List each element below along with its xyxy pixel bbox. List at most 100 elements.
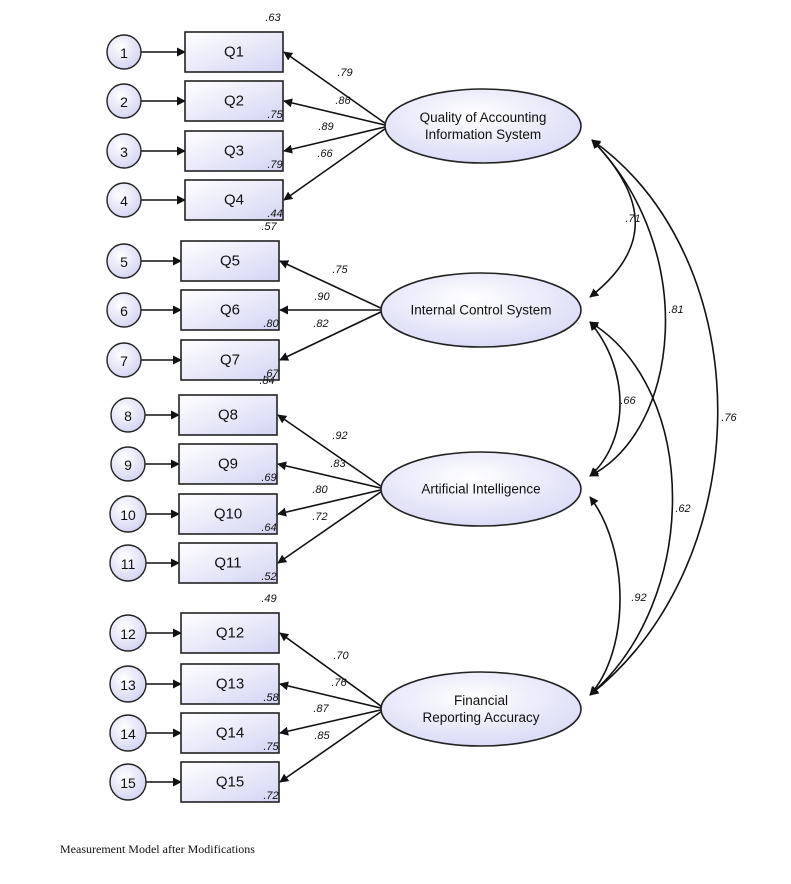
loading-path-q13	[279, 681, 386, 710]
loading-coefficient: .86	[335, 95, 351, 107]
correlation-coefficient: .81	[668, 304, 683, 316]
latent-construct-label: Internal Control System	[410, 303, 551, 318]
loading-coefficient: .80	[312, 484, 328, 496]
indicator-box-q10	[178, 493, 278, 535]
correlation-arc	[589, 139, 719, 696]
indicator-box-q9	[178, 443, 278, 485]
loading-coefficient: .76	[331, 677, 347, 689]
error-term-circle	[106, 182, 142, 218]
error-term-circle	[109, 665, 147, 703]
indicator-box-q12	[180, 612, 280, 654]
indicator-box-q1	[184, 31, 284, 73]
indicator-box-q5	[180, 240, 280, 282]
loading-path-q1	[283, 51, 390, 127]
error-term-circle	[106, 292, 142, 328]
loading-coefficient: .75	[332, 264, 348, 276]
indicator-label: Q4	[224, 192, 244, 209]
loading-coefficient: .82	[313, 318, 328, 330]
r-squared-label: .44	[267, 208, 282, 220]
r-squared-label: .84	[259, 375, 274, 387]
error-term-circle	[110, 446, 146, 482]
indicator-box-q4	[184, 179, 284, 221]
loading-path-q10	[277, 488, 386, 517]
error-term-circle	[109, 714, 147, 752]
error-term-label: 4	[120, 193, 128, 209]
loading-path-q4	[283, 125, 390, 201]
error-term-label: 6	[120, 303, 128, 319]
indicator-box-q3	[184, 130, 284, 172]
indicator-box-q7	[180, 339, 280, 381]
r-squared-label: .49	[261, 593, 276, 605]
correlation-coefficient: .71	[625, 213, 640, 225]
indicator-label: Q14	[216, 725, 244, 742]
error-term-label: 11	[121, 556, 136, 572]
indicator-label: Q10	[214, 506, 242, 523]
indicator-label: Q7	[220, 352, 240, 369]
correlation-coefficient: .62	[675, 503, 690, 515]
latent-construct-label: Financial	[454, 693, 508, 708]
error-term-circle	[106, 133, 142, 169]
r-squared-label: .52	[261, 571, 276, 583]
correlation-arc	[589, 496, 621, 696]
r-squared-label: .63	[265, 12, 281, 24]
loading-coefficient: .79	[337, 67, 352, 79]
loading-path-q15	[279, 708, 386, 783]
latent-construct-label: Quality of Accounting	[420, 110, 547, 125]
r-squared-label: .64	[261, 522, 276, 534]
loading-coefficient: .90	[314, 291, 330, 303]
error-term-label: 2	[120, 94, 128, 110]
indicator-label: Q3	[224, 143, 244, 160]
error-term-label: 12	[120, 626, 136, 642]
paths-layer	[141, 47, 390, 787]
indicator-box-q8	[178, 394, 278, 436]
error-term-circle	[106, 342, 142, 378]
error-term-circle	[106, 243, 142, 279]
error-term-label: 8	[124, 408, 132, 424]
error-term-label: 13	[120, 677, 136, 693]
correlation-coefficient: .66	[620, 395, 636, 407]
r-squared-label: .67	[263, 368, 279, 380]
error-term-label: 9	[124, 457, 132, 473]
r-squared-label: .69	[261, 472, 276, 484]
error-term-circle	[109, 614, 147, 652]
error-term-label: 7	[120, 353, 128, 369]
latent-construct-label: Reporting Accuracy	[422, 710, 539, 725]
correlation-arc	[589, 321, 674, 696]
indicator-box-q15	[180, 761, 280, 803]
indicator-label: Q2	[224, 93, 244, 110]
indicator-label: Q1	[224, 44, 244, 61]
error-term-circle	[106, 34, 142, 70]
r-squared-label: .57	[261, 221, 277, 233]
figure-caption: Measurement Model after Modifications	[60, 842, 255, 856]
loading-path-q8	[277, 414, 386, 490]
error-term-label: 3	[120, 144, 128, 160]
loading-coefficient: .70	[333, 650, 349, 662]
error-term-circle	[109, 495, 147, 533]
error-term-circle	[110, 397, 146, 433]
loading-path-q11	[277, 488, 386, 564]
error-term-circle	[109, 544, 147, 582]
latent-construct-label: Artificial Intelligence	[421, 482, 540, 497]
r-squared-label: .75	[263, 741, 279, 753]
loading-coefficient: .92	[332, 430, 347, 442]
correlation-coefficient: .76	[721, 412, 737, 424]
loading-path-q12	[279, 632, 386, 710]
latent-construct-ellipse	[380, 272, 582, 348]
loading-path-q3	[283, 125, 390, 154]
loading-path-q9	[277, 461, 386, 490]
loading-coefficient: .72	[312, 511, 327, 523]
indicator-label: Q9	[218, 456, 238, 473]
error-term-label: 15	[120, 775, 136, 791]
loading-path-q5	[279, 260, 386, 311]
indicator-label: Q5	[220, 253, 240, 270]
indicator-label: Q15	[216, 774, 244, 791]
indicator-box-q13	[180, 663, 280, 705]
indicator-box-q2	[184, 80, 284, 122]
indicator-label: Q11	[214, 555, 241, 572]
error-term-circle	[109, 763, 147, 801]
r-squared-label: .79	[267, 159, 282, 171]
latent-construct-ellipse	[384, 88, 582, 164]
loading-path-q14	[279, 708, 386, 736]
